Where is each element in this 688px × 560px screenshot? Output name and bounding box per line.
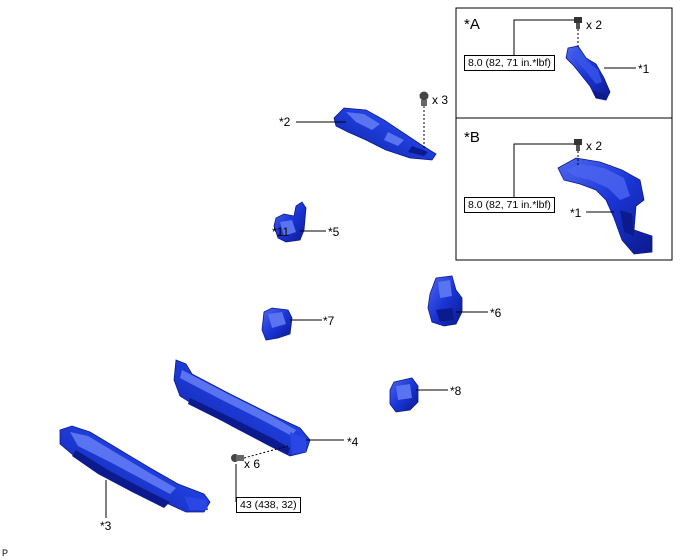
inset-a-title: *A bbox=[464, 16, 480, 33]
inset-a-bracket bbox=[565, 45, 611, 101]
inset-b-bolt-quantity: x 2 bbox=[586, 139, 603, 153]
corner-mark: P bbox=[2, 548, 9, 558]
part-2-support bbox=[333, 107, 437, 161]
callout-7: *7 bbox=[323, 314, 335, 328]
callout-3: *3 bbox=[100, 519, 112, 533]
callout-5: *5 bbox=[328, 225, 340, 239]
callout-6: *6 bbox=[490, 306, 502, 320]
inset-a-bolt bbox=[574, 17, 582, 29]
callout-1-inset-a: *1 bbox=[638, 62, 650, 76]
bottom-bolt-quantity: x 6 bbox=[244, 457, 261, 471]
inset-b-torque-value: 8.0 (82, 71 in.*lbf) bbox=[464, 197, 555, 213]
part-3-absorber bbox=[59, 425, 211, 513]
part-6-bracket bbox=[427, 275, 463, 327]
callout-2: *2 bbox=[279, 115, 291, 129]
top-bolt-quantity: x 3 bbox=[432, 93, 449, 107]
top-bolt bbox=[419, 91, 429, 106]
bottom-torque-value: 43 (438, 32) bbox=[236, 497, 301, 513]
part-4-beam bbox=[173, 359, 311, 457]
part-5-bracket bbox=[273, 201, 307, 243]
inset-frame bbox=[455, 7, 673, 261]
inset-b-bracket bbox=[557, 157, 653, 255]
callout-4: *4 bbox=[347, 435, 359, 449]
bottom-bolt bbox=[231, 454, 244, 462]
inset-a-bolt-quantity: x 2 bbox=[586, 18, 603, 32]
callout-1-inset-b: *1 bbox=[570, 206, 582, 220]
inset-a-torque-leader bbox=[513, 19, 574, 56]
inset-b-bolt bbox=[574, 139, 582, 151]
callout-8: *8 bbox=[450, 384, 462, 398]
inset-b-title: *B bbox=[464, 129, 480, 146]
inset-a-torque-value: 8.0 (82, 71 in.*lbf) bbox=[464, 55, 555, 71]
inset-b-torque-leader bbox=[513, 143, 574, 198]
callout-11: *11 bbox=[272, 225, 290, 239]
part-7-plate bbox=[261, 307, 293, 341]
part-8-plate bbox=[389, 377, 419, 413]
